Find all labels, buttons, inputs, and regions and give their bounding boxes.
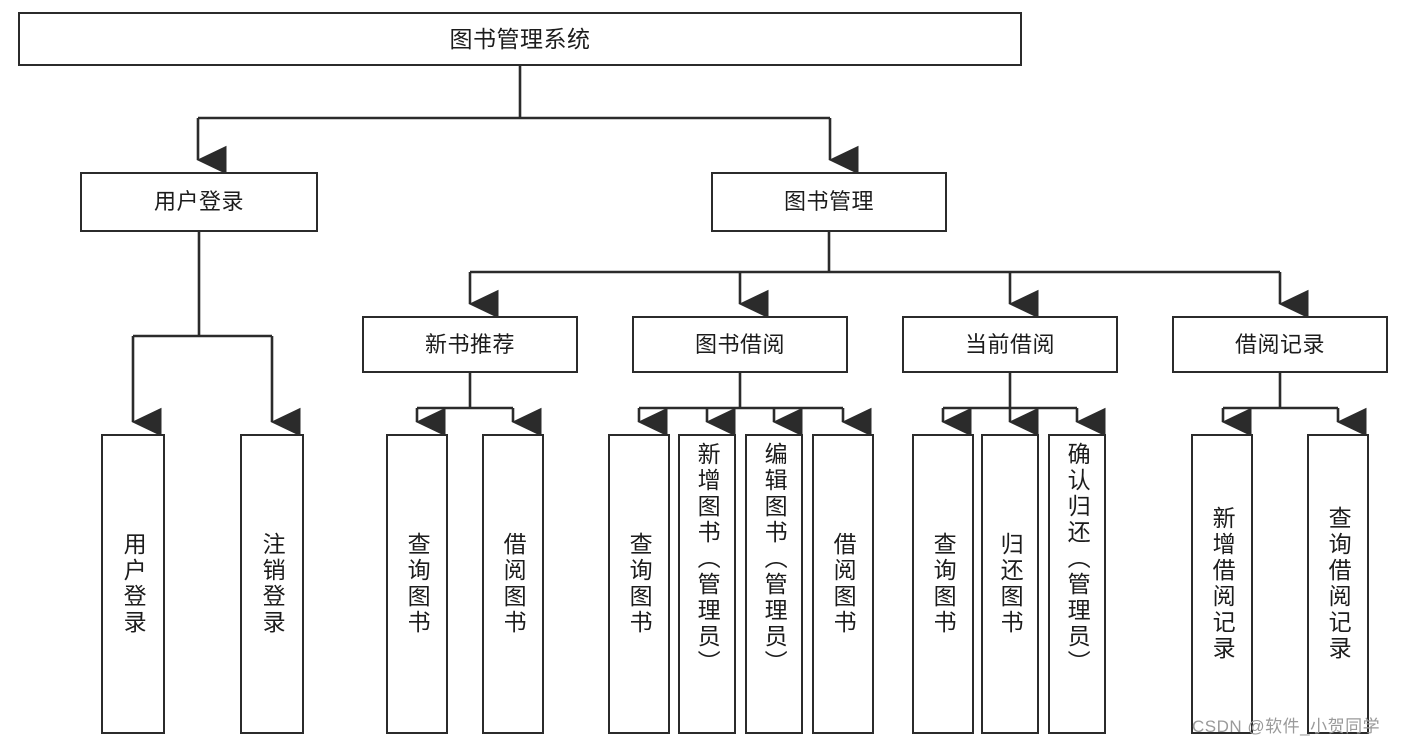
node-leaf-query-book-3[interactable]: 查询图书 — [912, 434, 974, 734]
node-book-management[interactable]: 图书管理 — [711, 172, 947, 232]
node-leaf-edit-book-label: 编辑图书（管理员） — [761, 442, 788, 676]
node-leaf-borrow-book-2[interactable]: 借阅图书 — [812, 434, 874, 734]
node-leaf-add-book[interactable]: 新增图书（管理员） — [678, 434, 736, 734]
node-leaf-logout-label: 注销登录 — [259, 532, 286, 636]
node-new-book-recommend-label: 新书推荐 — [424, 331, 515, 357]
node-borrow-record-label: 借阅记录 — [1234, 331, 1325, 357]
node-leaf-query-book-2[interactable]: 查询图书 — [608, 434, 670, 734]
node-user-login-label: 用户登录 — [153, 189, 244, 215]
node-leaf-user-login[interactable]: 用户登录 — [101, 434, 165, 734]
node-user-login[interactable]: 用户登录 — [80, 172, 318, 232]
node-current-borrow[interactable]: 当前借阅 — [902, 316, 1118, 373]
node-leaf-confirm-return-label: 确认归还（管理员） — [1064, 442, 1091, 676]
node-leaf-add-book-label: 新增图书（管理员） — [694, 442, 721, 676]
node-leaf-query-book-1-label: 查询图书 — [404, 532, 431, 636]
node-leaf-borrow-book-2-label: 借阅图书 — [830, 532, 857, 636]
node-leaf-query-book-3-label: 查询图书 — [930, 532, 957, 636]
node-leaf-query-book-2-label: 查询图书 — [626, 532, 653, 636]
node-leaf-logout[interactable]: 注销登录 — [240, 434, 304, 734]
node-leaf-borrow-book-1-label: 借阅图书 — [500, 532, 527, 636]
node-leaf-borrow-book-1[interactable]: 借阅图书 — [482, 434, 544, 734]
node-book-management-label: 图书管理 — [783, 189, 874, 215]
node-leaf-add-record-label: 新增借阅记录 — [1209, 506, 1236, 662]
node-leaf-return-book[interactable]: 归还图书 — [981, 434, 1039, 734]
node-current-borrow-label: 当前借阅 — [964, 331, 1055, 357]
node-leaf-query-record[interactable]: 查询借阅记录 — [1307, 434, 1369, 734]
node-leaf-confirm-return[interactable]: 确认归还（管理员） — [1048, 434, 1106, 734]
node-new-book-recommend[interactable]: 新书推荐 — [362, 316, 578, 373]
node-root[interactable]: 图书管理系统 — [18, 12, 1022, 66]
node-borrow-record[interactable]: 借阅记录 — [1172, 316, 1388, 373]
node-leaf-add-record[interactable]: 新增借阅记录 — [1191, 434, 1253, 734]
node-leaf-query-book-1[interactable]: 查询图书 — [386, 434, 448, 734]
node-book-borrow[interactable]: 图书借阅 — [632, 316, 848, 373]
watermark: CSDN @软件_小贺同学 — [1192, 717, 1381, 736]
node-root-label: 图书管理系统 — [449, 25, 591, 52]
node-leaf-edit-book[interactable]: 编辑图书（管理员） — [745, 434, 803, 734]
node-leaf-query-record-label: 查询借阅记录 — [1325, 506, 1352, 662]
node-leaf-user-login-label: 用户登录 — [120, 532, 147, 636]
node-book-borrow-label: 图书借阅 — [694, 331, 785, 357]
node-leaf-return-book-label: 归还图书 — [997, 532, 1024, 636]
